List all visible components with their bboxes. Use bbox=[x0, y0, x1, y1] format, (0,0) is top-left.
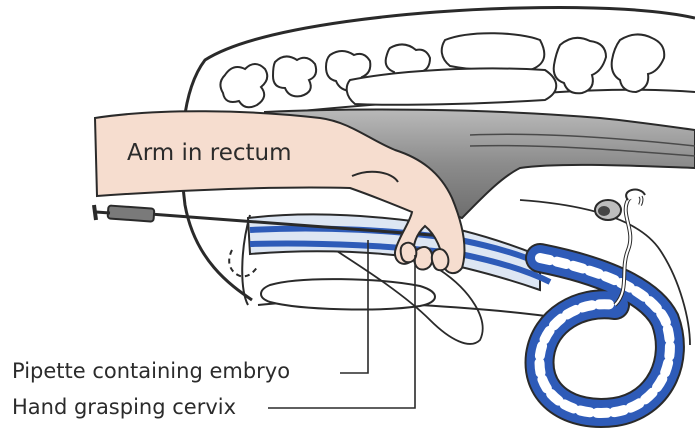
pipette-label: Pipette containing embryo bbox=[12, 359, 290, 383]
vertebrae bbox=[220, 33, 664, 107]
arm-in-rectum-label: Arm in rectum bbox=[127, 140, 292, 166]
ovary-follicle bbox=[598, 206, 610, 216]
bladder bbox=[261, 279, 435, 309]
hand-grasping-cervix-label: Hand grasping cervix bbox=[12, 395, 236, 419]
hand-callout-line bbox=[268, 255, 415, 408]
